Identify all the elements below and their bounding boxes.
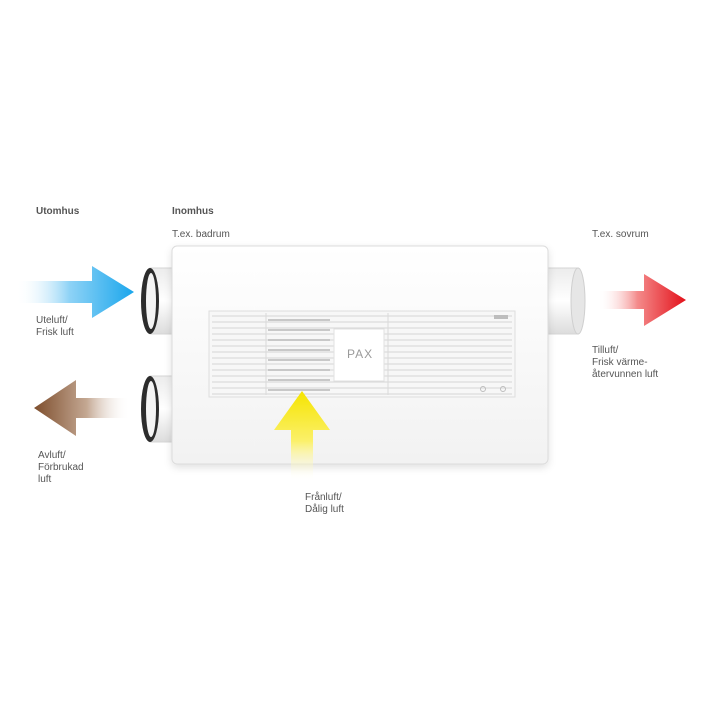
unit-grille <box>208 310 516 398</box>
supply-air-label: Tilluft/ Frisk värme- återvunnen luft <box>592 345 659 380</box>
extract-air-arrow <box>274 391 330 482</box>
room-right-label: T.ex. sovrum <box>592 229 649 240</box>
indicator-light-2 <box>500 386 506 392</box>
logo-panel <box>333 328 385 382</box>
left-lower-duct <box>141 375 177 443</box>
exhaust-air-label: Avluft/ Förbrukad luft <box>38 450 84 485</box>
supply-air-arrow <box>598 274 686 326</box>
extract-air-label: Frånluft/ Dålig luft <box>305 492 344 515</box>
indicator-light-1 <box>480 386 486 392</box>
room-left-label: T.ex. badrum <box>172 229 230 240</box>
left-upper-duct <box>141 267 177 335</box>
right-duct <box>543 267 586 335</box>
exhaust-air-arrow <box>34 380 130 436</box>
zone-outside-label: Utomhus <box>36 206 80 217</box>
outdoor-air-arrow <box>16 266 134 318</box>
zone-inside-label: Inomhus <box>172 206 214 217</box>
outdoor-air-label: Uteluft/ Frisk luft <box>36 315 74 338</box>
pax-logo: PAX <box>347 347 374 361</box>
